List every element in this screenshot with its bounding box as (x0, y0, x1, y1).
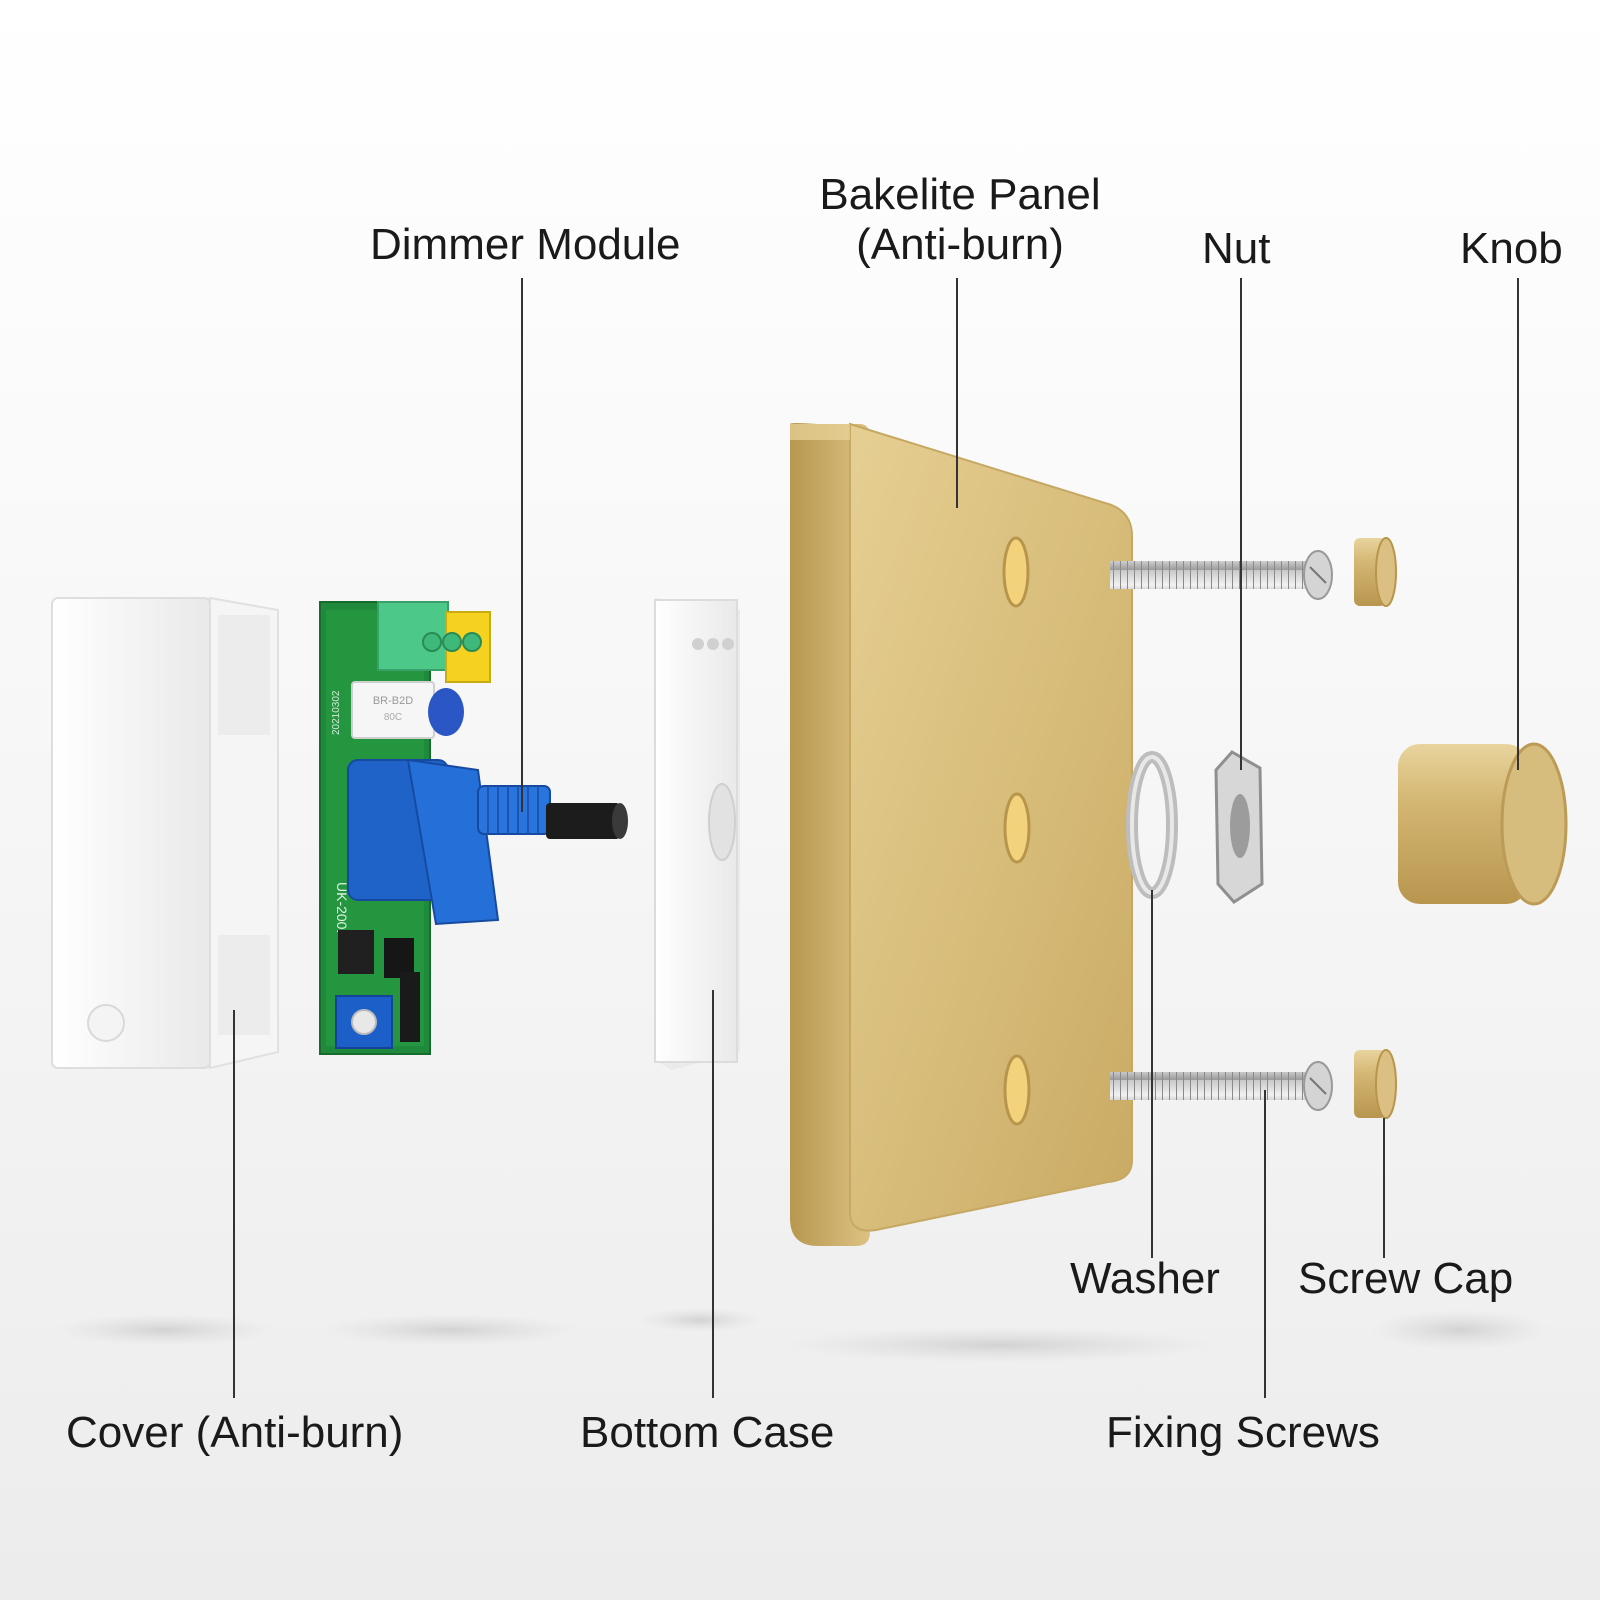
date-code-text: 20210302 (331, 690, 342, 735)
cover-part (51, 596, 279, 1070)
leader-lines (233, 278, 1519, 1398)
label-washer: Washer (1070, 1254, 1220, 1303)
label-knob: Knob (1460, 224, 1563, 273)
dimmer-module-part: BR-B2D 80C 20210302 UK-200P (319, 601, 628, 1055)
label-bakelite-panel-line2: (Anti-burn) (856, 220, 1064, 269)
screw-caps-part (1354, 537, 1397, 1119)
label-bottom-case: Bottom Case (580, 1408, 835, 1457)
label-screw-cap: Screw Cap (1298, 1254, 1514, 1303)
floor-shadows (55, 1308, 1550, 1363)
label-bakelite-panel: Bakelite Panel (Anti-burn) (770, 170, 1150, 270)
nut-part (1214, 750, 1264, 904)
label-dimmer-module: Dimmer Module (370, 220, 681, 269)
relay-subtext: 80C (384, 712, 402, 723)
label-nut: Nut (1202, 224, 1271, 273)
fixing-screws-part (1110, 550, 1333, 1111)
knob-part (1398, 742, 1568, 906)
relay-text: BR-B2D (373, 695, 413, 707)
washer-part (1126, 751, 1178, 899)
label-bakelite-panel-line1: Bakelite Panel (819, 170, 1101, 219)
label-fixing-screws: Fixing Screws (1106, 1408, 1380, 1457)
bottom-case-part (654, 598, 740, 1070)
label-cover: Cover (Anti-burn) (66, 1408, 404, 1457)
bakelite-panel-part (790, 422, 1133, 1246)
pcb-model-text: UK-200P (334, 882, 350, 939)
